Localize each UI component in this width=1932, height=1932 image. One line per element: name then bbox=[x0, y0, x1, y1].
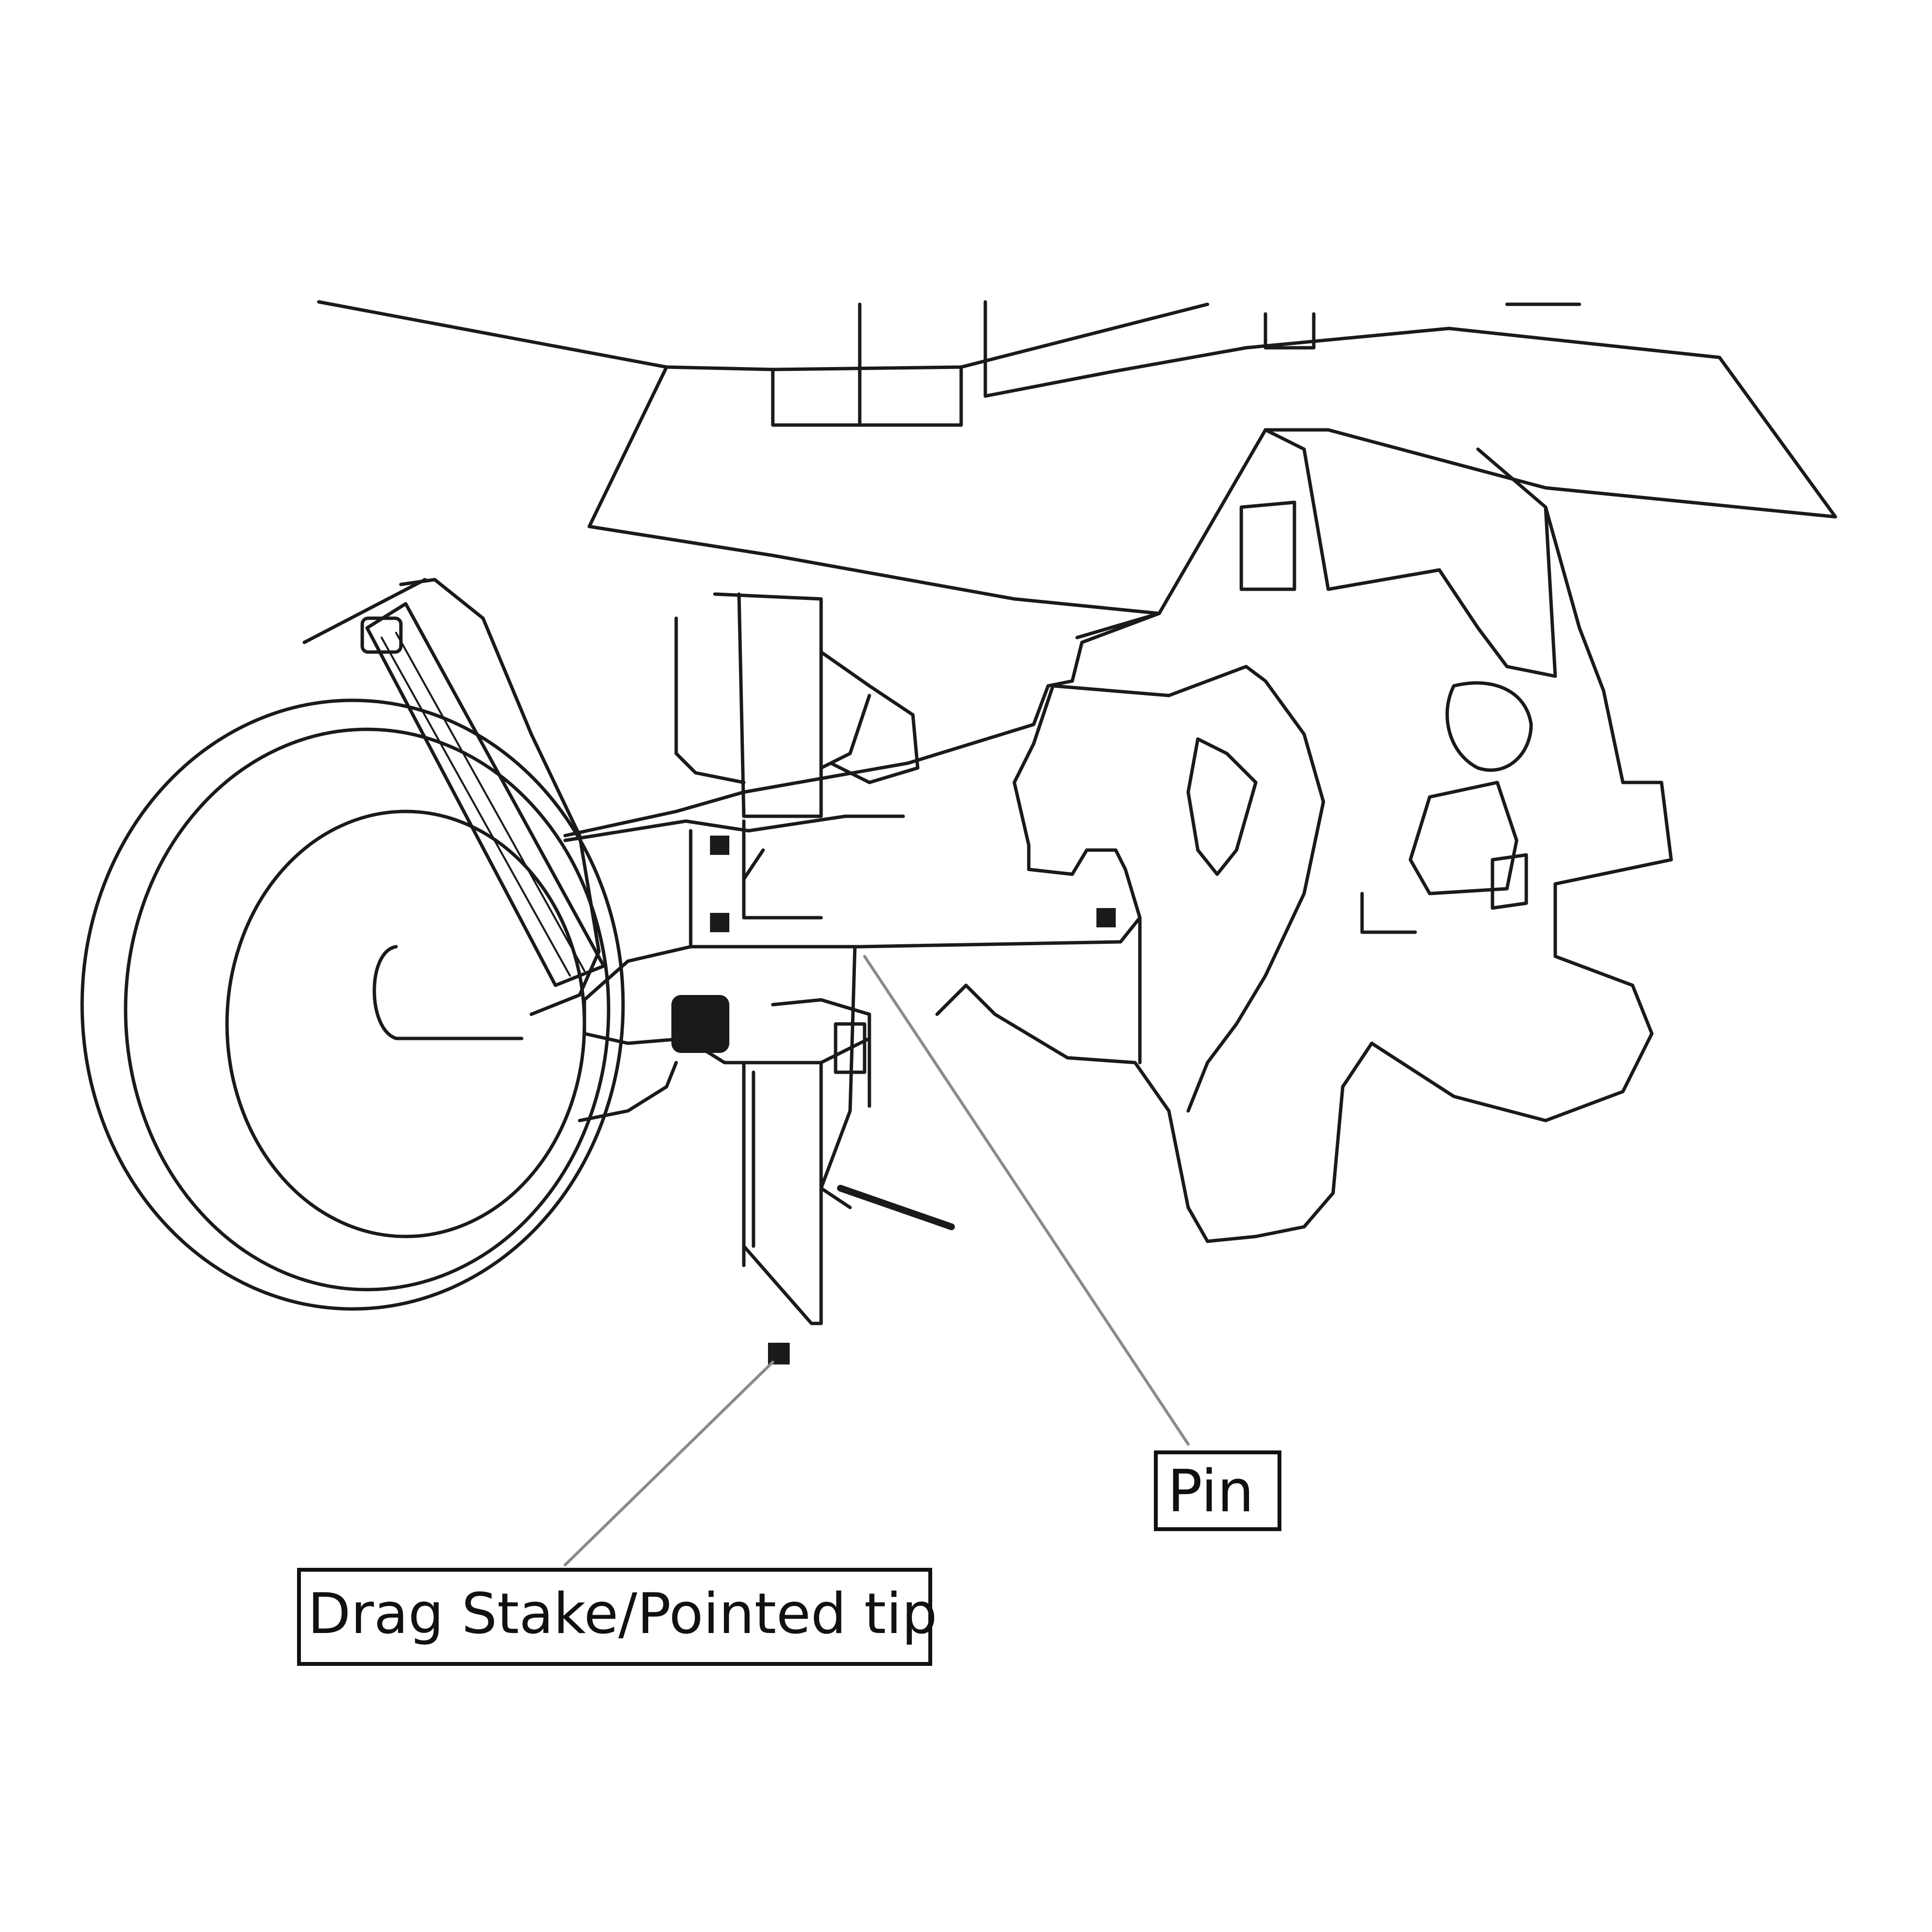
wheel-arm-hatching bbox=[381, 632, 585, 977]
pin-label: Pin bbox=[1154, 1450, 1281, 1531]
engine-body bbox=[563, 428, 1673, 1243]
drag-stake bbox=[742, 1022, 955, 1325]
drag-stake-label: Drag Stake/Pointed tip bbox=[297, 1568, 938, 1666]
linkage-assembly bbox=[1360, 681, 1533, 934]
pin-leader-line bbox=[863, 955, 1190, 1446]
stake-bracket bbox=[674, 592, 1258, 920]
wheel bbox=[80, 578, 625, 1311]
pin-hardware bbox=[671, 836, 1116, 1364]
drag-stake-leader-line bbox=[564, 1361, 774, 1566]
upper-frame bbox=[317, 300, 1837, 639]
axle-housing bbox=[563, 814, 1142, 1209]
